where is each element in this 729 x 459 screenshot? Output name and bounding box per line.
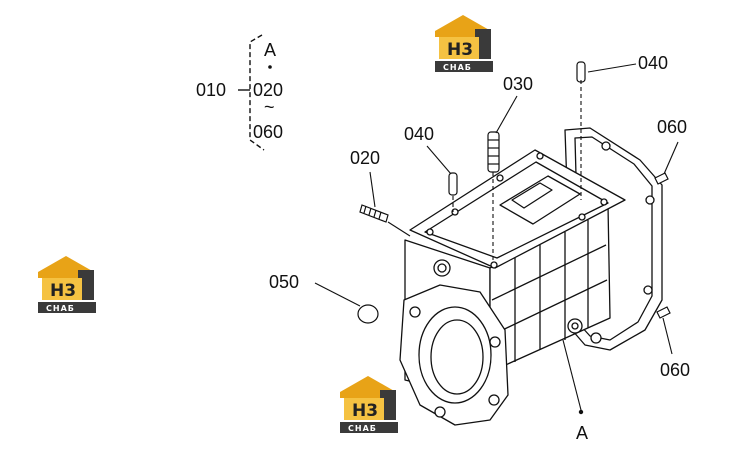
watermark-subtitle: CHAБ — [46, 304, 75, 313]
part-040-pin-left — [448, 172, 458, 196]
bracket-item-020: 020 — [253, 80, 283, 100]
callout-040-right: 040 — [638, 53, 668, 73]
part-020-stud — [359, 204, 389, 223]
bracket-legend — [238, 34, 265, 151]
watermark-letters: H3 — [50, 281, 76, 301]
callout-060-bottom: 060 — [660, 360, 690, 380]
bracket-item-a: A — [264, 40, 276, 60]
ref-a-label: A — [576, 423, 588, 443]
callout-050: 050 — [269, 272, 299, 292]
watermark-letters: H3 — [447, 40, 473, 60]
transmission-case — [399, 127, 663, 426]
ref-a-dot — [578, 409, 584, 415]
bracket-tilde: ~ — [264, 97, 275, 117]
leader-lines — [314, 63, 679, 411]
bracket-item-060: 060 — [253, 122, 283, 142]
bracket-dot — [268, 65, 272, 69]
group-label-010: 010 — [196, 80, 226, 100]
callout-020: 020 — [350, 148, 380, 168]
callout-040-left: 040 — [404, 124, 434, 144]
callout-060-top: 060 — [657, 117, 687, 137]
watermark-logo-bottom: H3 CHAБ — [340, 376, 398, 433]
part-040-pin-right — [576, 61, 586, 83]
watermark-logo-top: H3 CHAБ — [435, 15, 493, 72]
watermark-letters: H3 — [352, 401, 378, 421]
part-060-dowel-bottom — [656, 306, 671, 319]
watermark-subtitle: CHAБ — [443, 63, 472, 72]
callout-030: 030 — [503, 74, 533, 94]
watermark-subtitle: CHAБ — [348, 424, 377, 433]
watermark-logo-left: H3 CHAБ — [38, 256, 96, 313]
part-050-plug — [357, 304, 379, 324]
part-030-stud — [487, 131, 500, 173]
part-060-dowel-top — [654, 172, 669, 185]
